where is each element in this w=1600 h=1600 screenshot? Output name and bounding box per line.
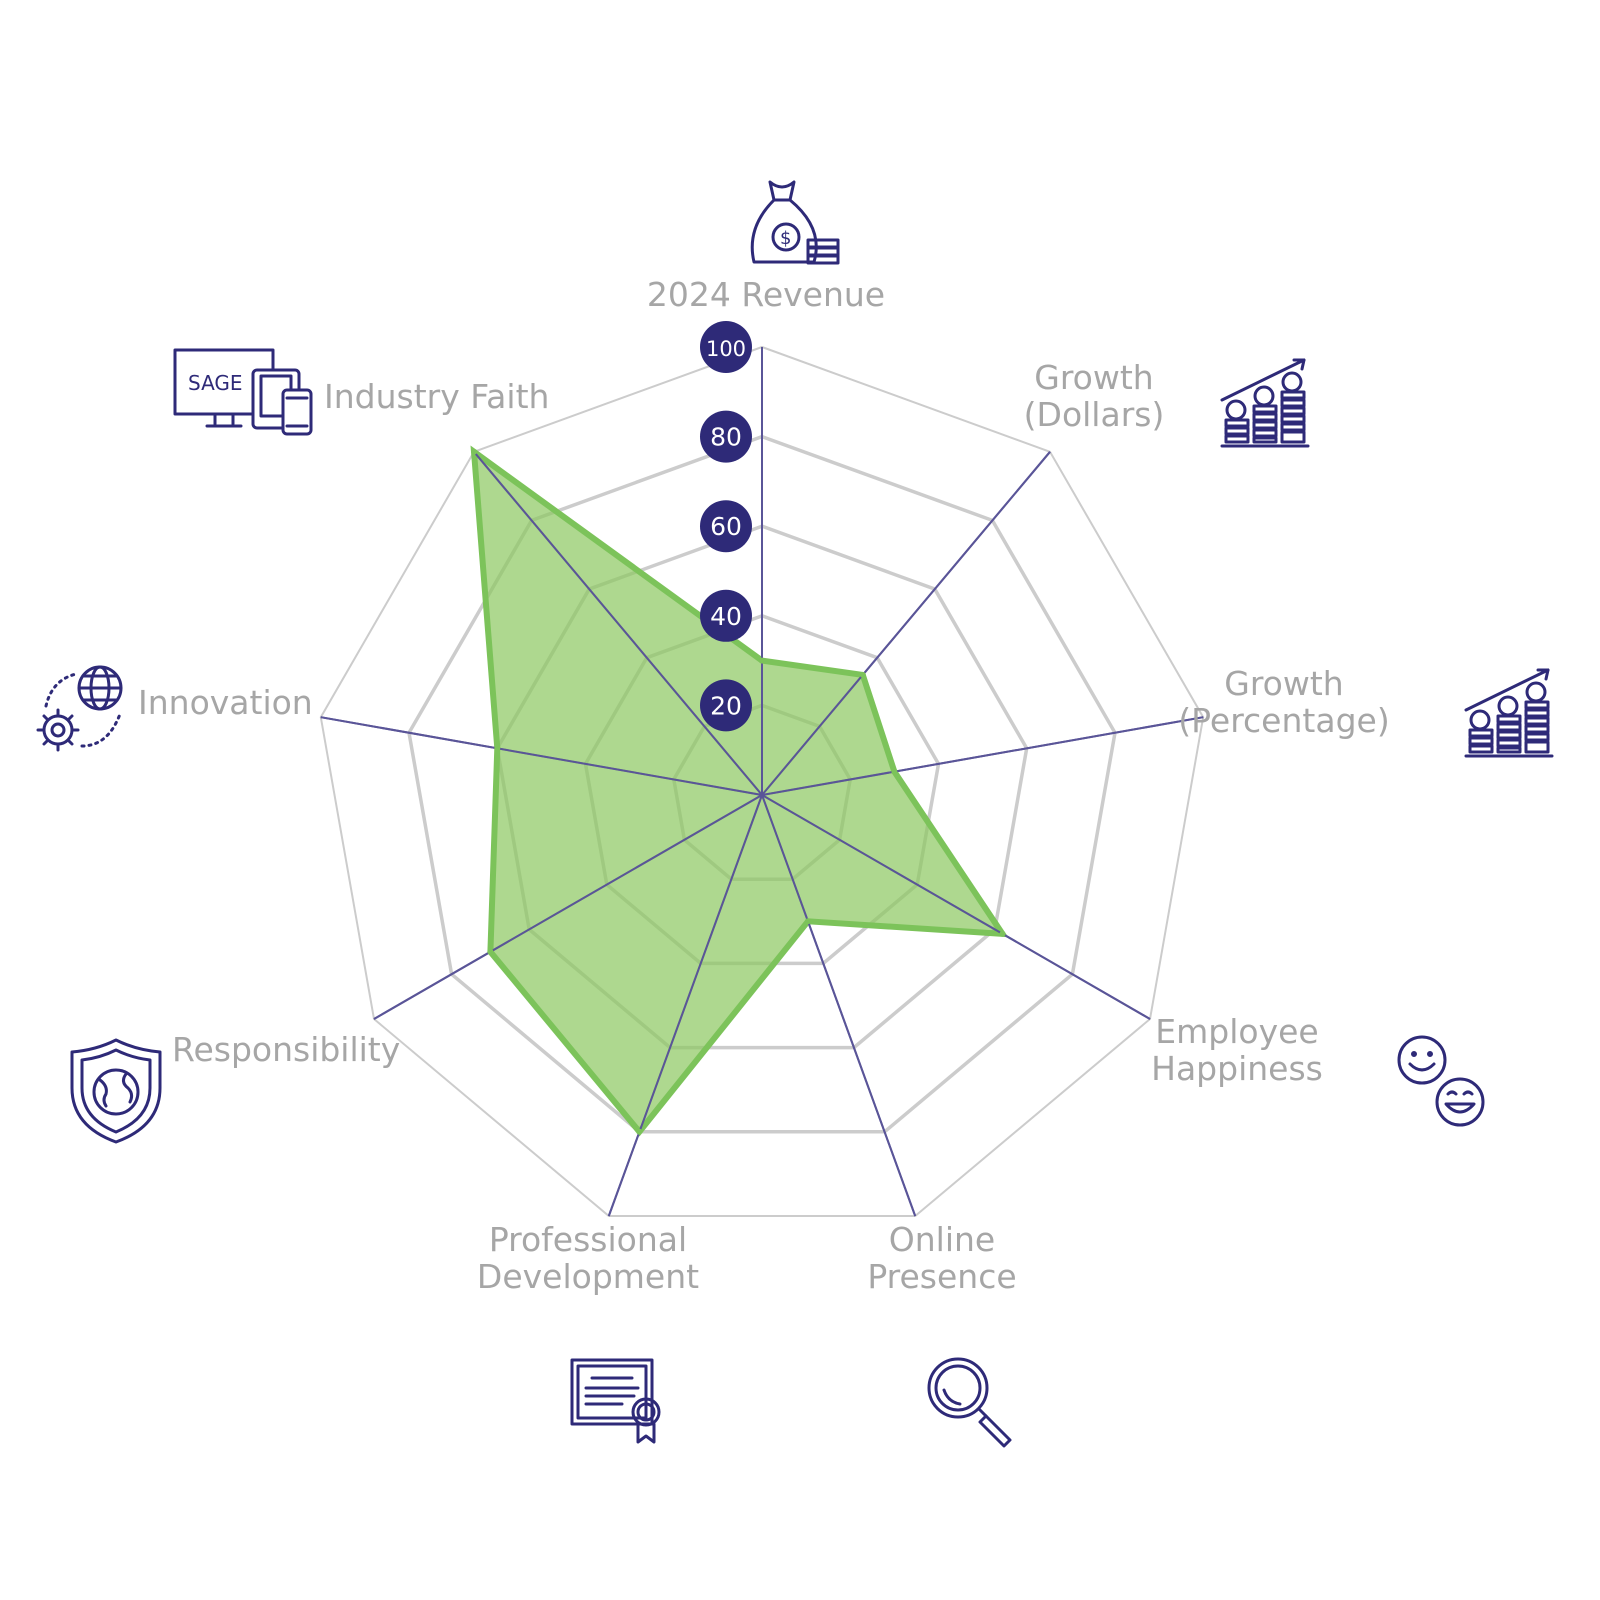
axis-label-line: Growth [1224,664,1343,703]
axis-label-line: Happiness [1151,1049,1323,1088]
radar-series [320,347,1204,1217]
tick-badge-100: 100 [700,321,752,373]
axis-label-line: Presence [867,1257,1016,1296]
spoke-overlay-3 [761,794,1151,1020]
tick-label: 40 [710,602,742,631]
axis-label-line: Development [477,1257,699,1296]
axis-label-line: Online [889,1220,995,1259]
devices-logo-text: SAGE [188,371,243,395]
tick-badge-40: 40 [700,589,752,642]
axis-label-growth-percentage: Growth(Percentage) [1178,664,1389,740]
axis-label-line: Responsibility [172,1030,400,1069]
tick-label: 20 [710,691,742,720]
spoke-overlay-6 [373,794,763,1020]
series-point [805,918,811,925]
svg-text:$: $ [780,228,791,249]
series-point [891,768,898,775]
spoke-overlay-5 [607,794,763,1217]
tick-badge-60: 60 [700,500,752,553]
grid-ring-80 [407,434,1117,1134]
coin-growth-icon [1464,668,1554,758]
spoke-overlay-1 [761,451,1051,796]
spoke-overlay-7 [320,716,763,796]
series-point [494,745,501,752]
devices-icon: SAGE [173,348,313,436]
money-bag-icon: $ [750,180,840,265]
smiley-faces-icon [1397,1035,1485,1127]
magnifier-icon [927,1357,1012,1448]
axis-labels: 2024 RevenueGrowth(Dollars)Growth(Percen… [138,275,1390,1296]
series-point [999,930,1006,937]
axis-label-revenue: 2024 Revenue [647,275,885,314]
tick-label: 60 [710,512,742,541]
tick-badge-80: 80 [700,410,752,463]
axis-label-line: (Percentage) [1178,701,1389,740]
series-outline [470,445,1009,1137]
tick-circle [700,679,752,732]
series-point [471,448,477,455]
spoke-overlay-2 [761,716,1204,796]
grid-ring-100 [319,345,1205,1217]
radar-ticks: 20 40 60 80 100 [700,321,752,732]
tick-circle [700,500,752,553]
axis-label-growth-dollars: Growth(Dollars) [1024,358,1165,434]
axis-label-line: Growth [1034,358,1153,397]
tick-circle [700,321,752,373]
spoke-overlay-4 [761,794,917,1217]
axis-label-line: 2024 Revenue [647,275,885,314]
tick-badge-20: 20 [700,679,752,732]
series-point [759,657,765,664]
axis-label-line: Employee [1155,1012,1318,1051]
axis-label-responsibility: Responsibility [172,1030,400,1069]
axis-label-industry-faith: Industry Faith [324,377,549,416]
axis-label-innovation: Innovation [138,683,313,722]
axis-label-line: Industry Faith [324,377,549,416]
axis-label-line: Innovation [138,683,313,722]
axis-label-line: Professional [489,1220,687,1259]
axis-label-line: (Dollars) [1024,395,1165,434]
tick-circle [700,410,752,463]
tick-label: 80 [710,423,742,452]
globe-gear-icon [36,665,123,752]
tick-circle [700,589,752,642]
spoke-overlay-8 [473,451,763,796]
certificate-icon [570,1358,661,1444]
shield-globe-icon [70,1038,162,1144]
series-point [859,671,866,678]
series-point [487,948,494,955]
tick-label: 100 [706,337,746,361]
coin-growth-icon [1220,358,1310,448]
series-point [636,1128,643,1135]
